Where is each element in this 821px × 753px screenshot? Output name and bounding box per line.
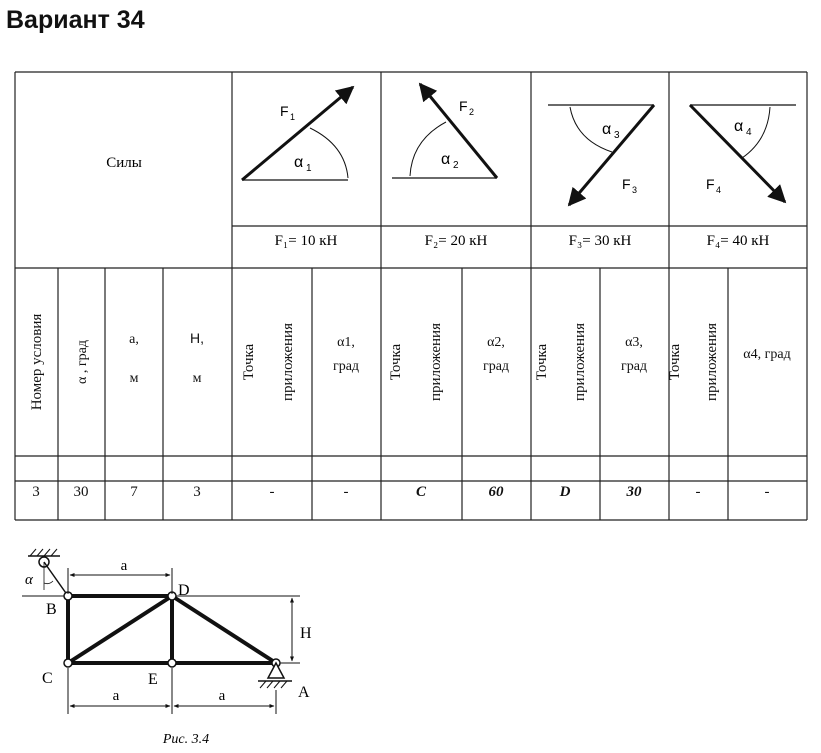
header-alpha2: α2, <box>487 335 505 350</box>
cell-alpha3: 30 <box>626 484 643 500</box>
force-4-name: F <box>706 176 715 192</box>
cell-alpha: 30 <box>74 484 89 500</box>
force-2-angle: α <box>441 151 450 168</box>
header-point-3b: приложения <box>572 323 588 401</box>
label-d: D <box>178 582 190 599</box>
force-1-caption: F₁= 10 кН <box>275 233 338 249</box>
label-a-top: a <box>121 558 128 574</box>
svg-text:1: 1 <box>306 163 312 174</box>
svg-text:4: 4 <box>746 127 752 138</box>
svg-text:3: 3 <box>632 185 637 195</box>
force-3-angle: α <box>602 121 611 138</box>
header-condition-number: Номер условия <box>29 314 45 411</box>
header-point-2a: Точка <box>388 343 404 380</box>
cell-alpha2: 60 <box>489 484 505 500</box>
header-alpha-deg: α , град <box>75 340 90 384</box>
force-3-name: F <box>622 176 631 192</box>
cell-alpha1: - <box>344 484 349 500</box>
svg-text:1: 1 <box>290 112 295 122</box>
header-point-4b: приложения <box>704 323 720 401</box>
label-a-node: A <box>298 684 310 701</box>
label-a-bottom-1: a <box>113 688 120 704</box>
cell-point-2: C <box>416 484 427 500</box>
truss-figure: α <box>22 548 312 747</box>
force-3-diagram: α 3 F 3 <box>548 104 656 207</box>
header-a-unit: м <box>130 371 139 386</box>
cell-h: 3 <box>193 484 201 500</box>
header-alpha3: α3, <box>625 335 643 350</box>
force-2-name: F <box>459 98 468 114</box>
cell-condition: 3 <box>32 484 40 500</box>
svg-text:2: 2 <box>453 160 459 171</box>
force-3-caption: F₃= 30 кН <box>569 233 632 249</box>
header-alpha1: α1, <box>337 335 355 350</box>
header-point-3a: Точка <box>534 343 550 380</box>
force-4-angle: α <box>734 118 743 135</box>
header-alpha3-unit: град <box>621 359 647 374</box>
forces-label: Силы <box>106 155 142 171</box>
svg-text:2: 2 <box>469 107 474 117</box>
svg-text:3: 3 <box>614 130 620 141</box>
label-h: H <box>300 625 312 642</box>
force-2-diagram: F 2 α 2 <box>392 82 499 179</box>
header-alpha2-unit: град <box>483 359 509 374</box>
label-a-bottom-2: a <box>219 688 226 704</box>
header-alpha4: α4, град <box>743 347 790 362</box>
force-1-angle: α <box>294 154 303 171</box>
figure-caption: Рис. 3.4 <box>162 732 209 747</box>
header-h: H, <box>190 330 204 346</box>
force-1-name: F <box>280 103 289 119</box>
cell-point-1: - <box>270 484 275 500</box>
header-point-1a: Точка <box>241 343 257 380</box>
header-h-unit: м <box>193 371 202 386</box>
cell-alpha4: - <box>765 484 770 500</box>
force-4-caption: F₄= 40 кН <box>707 233 770 249</box>
page-title: Вариант 34 <box>6 6 145 34</box>
header-point-2b: приложения <box>428 323 444 401</box>
table-grid <box>14 71 808 521</box>
svg-text:4: 4 <box>716 185 721 195</box>
force-4-diagram: α 4 F 4 <box>688 103 796 204</box>
label-c: C <box>42 670 53 687</box>
cell-point-4: - <box>696 484 701 500</box>
header-alpha1-unit: град <box>333 359 359 374</box>
cell-point-3: D <box>559 484 571 500</box>
header-point-1b: приложения <box>280 323 296 401</box>
label-alpha: α <box>25 572 34 588</box>
header-a: a, <box>129 332 139 347</box>
label-e: E <box>148 671 158 688</box>
cell-a: 7 <box>130 484 138 500</box>
force-2-caption: F₂= 20 кН <box>425 233 488 249</box>
header-point-4a: Точка <box>667 343 683 380</box>
label-b: B <box>46 601 57 618</box>
force-1-diagram: F 1 α 1 <box>241 85 355 182</box>
